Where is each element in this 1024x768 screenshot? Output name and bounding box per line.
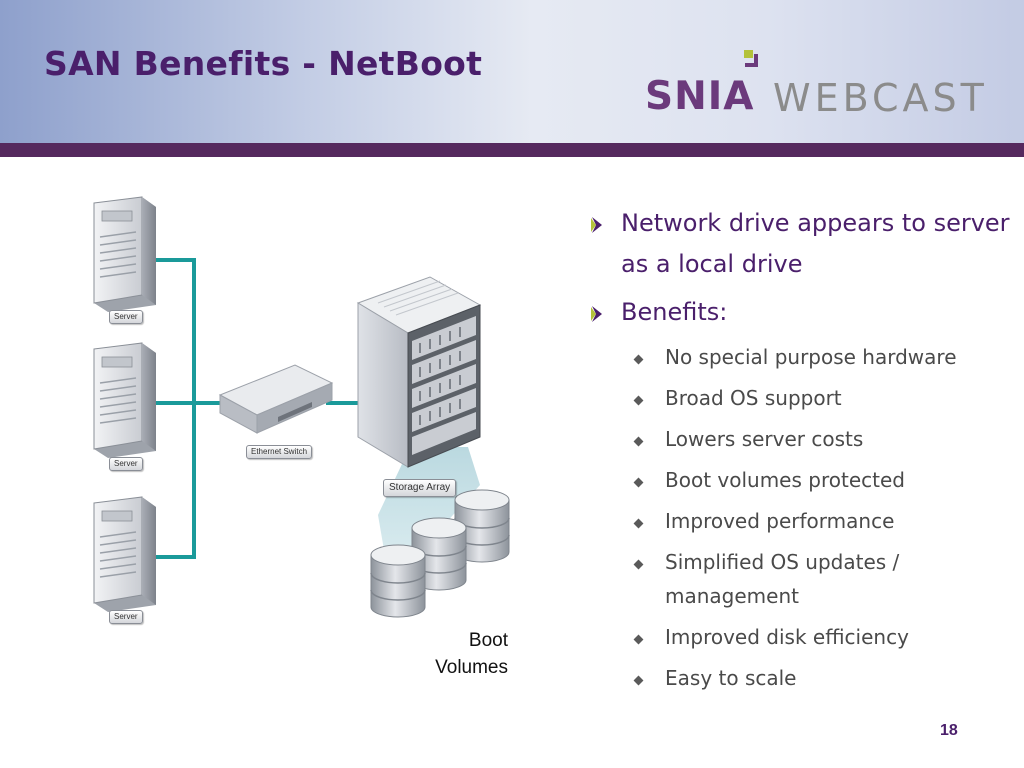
- slide-header-band: [0, 0, 1024, 143]
- bullet-item: Benefits:: [590, 292, 1020, 333]
- sub-bullet-item: Boot volumes protected: [590, 463, 1020, 497]
- bullet-item: Network drive appears to server as a loc…: [590, 203, 1020, 285]
- diamond-bullet-icon: [633, 354, 644, 365]
- sub-bullet-item: No special purpose hardware: [590, 340, 1020, 374]
- diamond-bullet-icon: [633, 395, 644, 406]
- chevron-right-icon: [591, 306, 602, 322]
- ethernet-switch-label: Ethernet Switch: [246, 445, 313, 459]
- diamond-bullet-icon: [633, 559, 644, 570]
- sub-bullet-text: Improved performance: [665, 509, 895, 533]
- sub-bullet-item: Improved performance: [590, 504, 1020, 538]
- sub-bullet-text: Boot volumes protected: [665, 468, 905, 492]
- sub-bullet-item: Improved disk efficiency: [590, 620, 1020, 654]
- logo-snia-text: SNIA: [645, 74, 755, 119]
- ethernet-switch-icon: [218, 364, 334, 434]
- diamond-bullet-icon: [633, 477, 644, 488]
- sub-bullet-text: Lowers server costs: [665, 427, 864, 451]
- storage-array-icon: [356, 276, 482, 468]
- server-icon: [93, 196, 156, 312]
- diamond-bullet-icon: [633, 634, 644, 645]
- boot-volume-disk-icon: [454, 489, 510, 563]
- chevron-right-icon: [591, 217, 602, 233]
- sub-bullet-item: Broad OS support: [590, 381, 1020, 415]
- page-number: 18: [940, 722, 958, 739]
- server-label: Server: [109, 457, 143, 471]
- diamond-bullet-icon: [633, 675, 644, 686]
- slide-title: SAN Benefits - NetBoot: [44, 44, 483, 83]
- diamond-bullet-icon: [633, 518, 644, 529]
- sub-bullet-text: Simplified OS updates / management: [665, 550, 900, 608]
- boot-volume-disk-icon: [370, 544, 426, 618]
- server-icon: [93, 496, 156, 612]
- logo-webcast-text: WEBCAST: [773, 76, 988, 120]
- server-icon: [93, 342, 156, 458]
- sub-bullet-item: Simplified OS updates / management: [590, 545, 1020, 613]
- snia-webcast-logo: SNIA WEBCAST: [645, 48, 1015, 120]
- netboot-diagram: [93, 196, 510, 618]
- bullet-text: Benefits:: [621, 298, 728, 326]
- benefits-bullet-list: Network drive appears to server as a loc…: [590, 203, 1020, 702]
- network-links: [156, 258, 358, 559]
- sub-bullet-text: No special purpose hardware: [665, 345, 957, 369]
- server-label: Server: [109, 610, 143, 624]
- diamond-bullet-icon: [633, 436, 644, 447]
- sub-bullet-item: Lowers server costs: [590, 422, 1020, 456]
- sub-bullet-text: Easy to scale: [665, 666, 797, 690]
- boot-volumes-label-line: Boot: [468, 630, 508, 651]
- sub-bullet-text: Broad OS support: [665, 386, 842, 410]
- storage-array-label: Storage Array: [383, 479, 457, 497]
- sub-bullet-text: Improved disk efficiency: [665, 625, 909, 649]
- boot-volumes-label-line: Volumes: [435, 657, 508, 678]
- sub-bullet-item: Easy to scale: [590, 661, 1020, 695]
- slide-header-divider: [0, 143, 1024, 157]
- logo-mark-icon: [744, 50, 758, 67]
- server-label: Server: [109, 310, 143, 324]
- bullet-text: Network drive appears to server as a loc…: [621, 209, 1010, 278]
